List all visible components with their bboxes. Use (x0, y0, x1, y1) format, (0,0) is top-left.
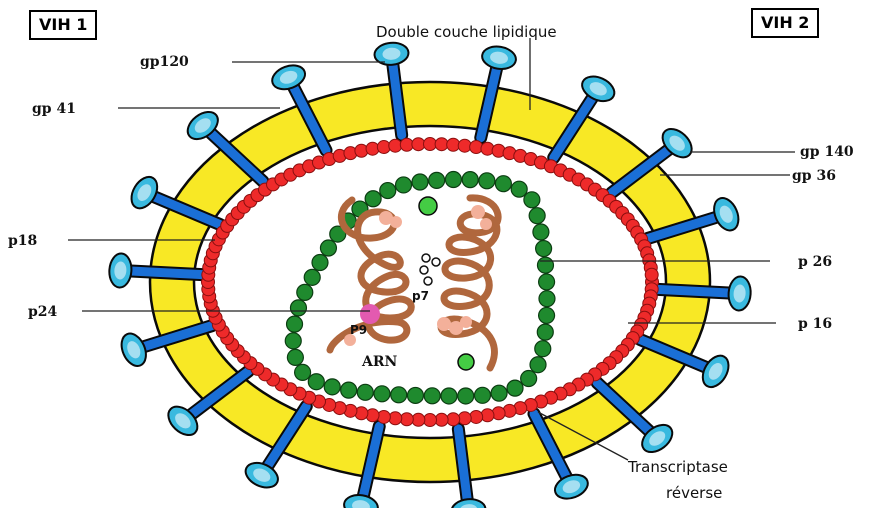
capsid-bead (324, 379, 340, 395)
capsid-bead (524, 192, 540, 208)
capsid-bead (424, 388, 440, 404)
capsid-bead (536, 241, 552, 257)
matrix-bead (435, 413, 448, 426)
capsid-bead (491, 385, 507, 401)
capsid-bead (529, 208, 545, 224)
capsid-bead (290, 300, 306, 316)
matrix-bead (377, 141, 390, 154)
capsid-bead (320, 240, 336, 256)
matrix-bead (412, 413, 425, 426)
capsid-bead (511, 181, 527, 197)
capsid-bead (429, 172, 445, 188)
matrix-bead (424, 138, 437, 151)
matrix-bead (447, 413, 460, 426)
p7-bead (432, 258, 440, 266)
capsid-bead (530, 357, 546, 373)
capsid-bead (445, 172, 461, 188)
p7-bead (422, 254, 430, 262)
p7-bead (424, 277, 432, 285)
rt-label-line2: réverse (666, 484, 722, 502)
p7-bead (420, 266, 428, 274)
capsid-bead (308, 374, 324, 390)
matrix-bead (400, 138, 413, 151)
capsid-bead (539, 274, 555, 290)
capsid-bead (365, 191, 381, 207)
arn-label: ARN (361, 354, 397, 370)
matrix-bead (389, 139, 402, 152)
capsid-bead (537, 257, 553, 273)
matrix-bead (458, 139, 471, 152)
capsid-bead (297, 284, 313, 300)
p7-label: p7 (412, 289, 429, 303)
spike-stem (128, 271, 202, 275)
capsid-bead (285, 333, 301, 349)
pink-spot (460, 316, 472, 328)
rt-label-line1: Transcriptase (627, 458, 728, 476)
capsid-bead (479, 173, 495, 189)
gp41-label: gp 41 (32, 101, 76, 117)
matrix-bead (458, 412, 471, 425)
capsid-bead (521, 371, 537, 387)
pink-spot (437, 317, 451, 331)
capsid-bead (474, 387, 490, 403)
pink-spot (471, 205, 485, 219)
green-spot-bottom (458, 354, 474, 370)
matrix-bead (447, 138, 460, 151)
pink-spot (390, 216, 402, 228)
gp36-label: gp 36 (792, 168, 836, 184)
capsid-bead (535, 341, 551, 357)
capsid-bead (396, 177, 412, 193)
gp120-label: gp120 (140, 54, 189, 70)
p16-label: p 16 (798, 316, 832, 332)
capsid-bead (458, 388, 474, 404)
bilayer-label: Double couche lipidique (376, 23, 557, 41)
matrix-bead (400, 413, 413, 426)
magenta-spot (360, 304, 380, 324)
capsid-bead (441, 388, 457, 404)
capsid-bead (287, 316, 303, 332)
capsid-bead (391, 387, 407, 403)
gp140-label: gp 140 (800, 144, 854, 160)
capsid-bead (374, 386, 390, 402)
capsid-bead (533, 224, 549, 240)
capsid-bead (462, 172, 478, 188)
capsid-bead (357, 384, 373, 400)
matrix-bead (424, 414, 437, 427)
p9-label: P9 (350, 323, 367, 337)
p18-label: p18 (8, 233, 37, 249)
p26-label: p 26 (798, 254, 832, 270)
capsid-bead (380, 183, 396, 199)
matrix-bead (470, 410, 483, 423)
capsid-bead (539, 291, 555, 307)
capsid-bead (537, 324, 553, 340)
matrix-bead (435, 138, 448, 151)
capsid-bead (412, 174, 428, 190)
matrix-bead (389, 412, 402, 425)
capsid-bead (341, 382, 357, 398)
p24-label: p24 (28, 304, 58, 320)
spike-stem (658, 289, 732, 293)
green-spot-top (419, 197, 437, 215)
capsid-bead (539, 307, 555, 323)
matrix-bead (645, 268, 658, 281)
capsid-bead (507, 380, 523, 396)
capsid-bead (495, 176, 511, 192)
capsid-bead (295, 364, 311, 380)
matrix-bead (412, 138, 425, 151)
capsid-bead (304, 269, 320, 285)
capsid-bead (287, 349, 303, 365)
capsid-bead (312, 255, 328, 271)
capsid-bead (407, 387, 423, 403)
pink-spot (480, 218, 492, 230)
